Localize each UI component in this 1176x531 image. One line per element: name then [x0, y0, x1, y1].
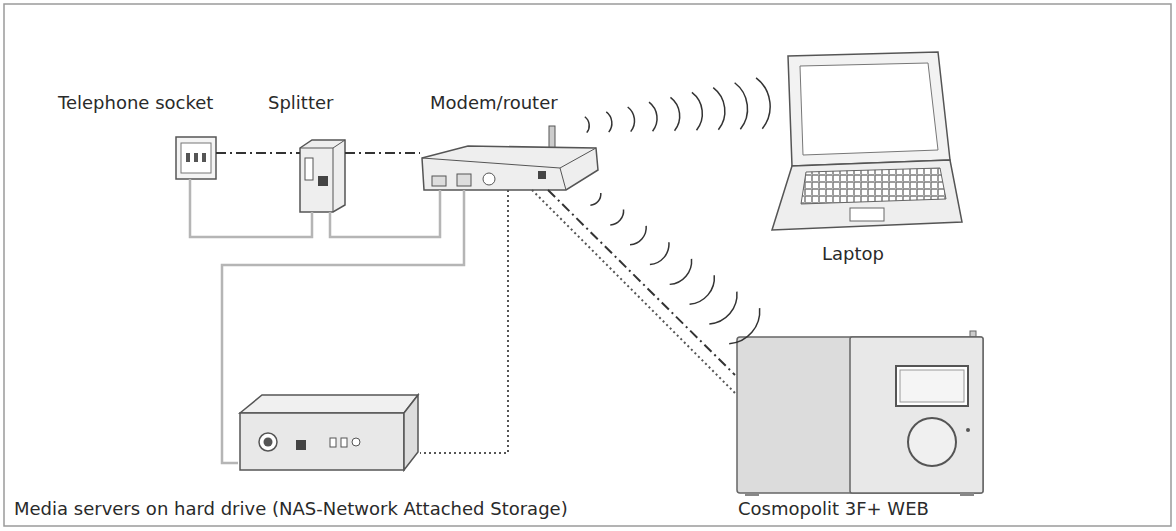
cable: [190, 179, 312, 237]
splitter-port: [318, 176, 328, 186]
wave-arc: [630, 226, 650, 248]
device-label: Laptop: [822, 243, 884, 265]
nas-side: [404, 395, 418, 470]
wireless-link: [585, 77, 773, 133]
radio-knob: [908, 418, 956, 466]
radio-panel: [850, 337, 983, 493]
wireless-link: [590, 193, 767, 350]
wave-arc: [628, 106, 636, 131]
cable: [330, 190, 440, 237]
wave-arc: [709, 292, 743, 330]
wave-arc: [590, 193, 603, 207]
radio-foot: [745, 493, 759, 496]
wave-arc: [650, 242, 674, 268]
nas-button: [264, 438, 273, 447]
modem-port: [483, 173, 495, 185]
network-cable: [532, 190, 735, 393]
modem-port: [457, 174, 471, 186]
wave-arc: [670, 259, 697, 289]
device-label: Splitter: [268, 92, 333, 114]
socket-pin: [186, 153, 190, 162]
wave-arc: [729, 308, 767, 350]
laptop-screen: [800, 63, 938, 155]
radio-led: [966, 428, 970, 432]
phone-line: [345, 152, 420, 154]
laptop-node: Laptop: [770, 52, 962, 230]
nas-port: [352, 438, 360, 446]
nas-button: [259, 433, 277, 451]
phone-line: [216, 152, 300, 154]
wave-arc: [610, 209, 627, 227]
device-label: Telephone socket: [58, 92, 213, 114]
wave-arc: [670, 96, 681, 130]
modem-edge: [422, 148, 596, 168]
nas-front: [240, 413, 404, 470]
socket-plate: [176, 137, 216, 179]
device-label: Media servers on hard drive (NAS-Network…: [14, 498, 568, 520]
nas-port: [341, 438, 347, 447]
modem-body: [422, 146, 598, 190]
wave-arc: [606, 111, 613, 132]
laptop-base: [772, 160, 962, 230]
wave-arc: [649, 101, 659, 131]
radio-foot: [960, 493, 974, 496]
modem-port: [538, 171, 546, 179]
radio-display: [900, 370, 964, 402]
splitter-edge: [333, 148, 334, 212]
router-node: Modem/router: [420, 126, 600, 190]
frame: [4, 4, 1171, 526]
wave-arc: [585, 116, 590, 132]
wave-arc: [690, 275, 721, 309]
wave-arc: [756, 77, 773, 129]
radio-housing: [737, 337, 983, 493]
radio-display: [896, 366, 968, 406]
splitter-edge: [300, 140, 345, 148]
phone-line: [548, 190, 735, 375]
laptop-lid: [788, 52, 950, 166]
socket-pin: [194, 153, 198, 162]
wave-arc: [713, 87, 727, 130]
laptop-touchpad: [850, 208, 884, 221]
radio-button: [970, 331, 976, 337]
splitter-port: [305, 158, 313, 180]
device-label: Cosmopolit 3F+ WEB: [738, 498, 929, 520]
socket-face: [181, 143, 211, 173]
splitter-node: Splitter: [300, 140, 345, 212]
network-cable: [420, 190, 508, 453]
socket-pin: [202, 153, 206, 162]
splitter-body: [300, 140, 345, 212]
device-label: Modem/router: [430, 92, 558, 114]
wave-arc: [692, 91, 705, 130]
wave-arc: [735, 82, 750, 130]
modem-edge: [560, 168, 566, 190]
modem-port: [432, 176, 446, 186]
nas-node: Media servers on hard drive (NAS-Network…: [238, 393, 420, 472]
nas-port: [330, 438, 336, 447]
cable: [222, 190, 464, 463]
laptop-keyboard: [801, 168, 946, 204]
nas-port: [296, 440, 306, 450]
radio-node: Cosmopolit 3F+ WEB: [735, 335, 985, 495]
nas-top: [240, 395, 418, 413]
socket-node: Telephone socket: [176, 137, 216, 179]
